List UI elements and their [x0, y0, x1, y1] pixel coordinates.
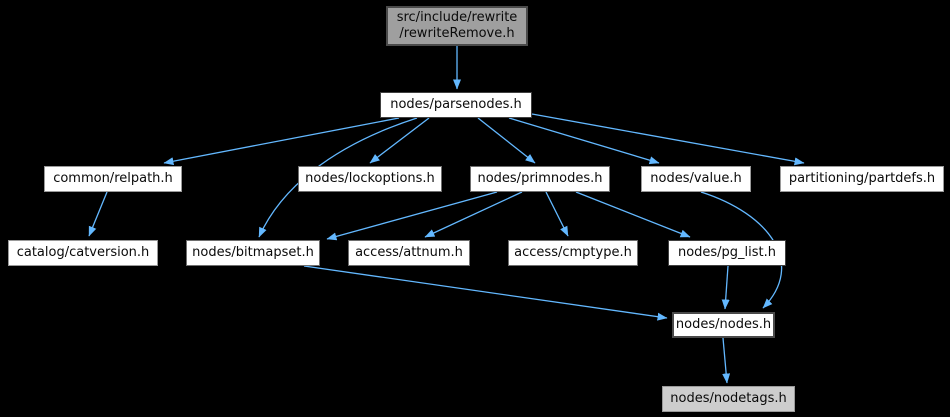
- node-partdefs-h[interactable]: partitioning/partdefs.h: [780, 166, 944, 192]
- node-value-h[interactable]: nodes/value.h: [641, 166, 751, 192]
- edge-primnodes-attnum: [424, 191, 523, 238]
- edge-pglist-nodes: [721, 265, 730, 310]
- node-relpath-h[interactable]: common/relpath.h: [44, 166, 182, 192]
- edge-parsenodes-lockoptions: [369, 117, 430, 164]
- node-cmptype-h[interactable]: access/cmptype.h: [508, 240, 638, 266]
- node-primnodes-h[interactable]: nodes/primnodes.h: [470, 166, 610, 192]
- node-catversion-h[interactable]: catalog/catversion.h: [8, 240, 158, 266]
- edge-parsenodes-relpath: [163, 117, 400, 166]
- node-nodetags-h: nodes/nodetags.h: [662, 386, 795, 412]
- edge-parsenodes-primnodes: [477, 117, 536, 164]
- edge-nodes-nodetags: [722, 337, 731, 384]
- edge-primnodes-pglist: [575, 191, 691, 238]
- node-lockoptions-h[interactable]: nodes/lockoptions.h: [298, 166, 442, 192]
- node-bitmapset-h[interactable]: nodes/bitmapset.h: [186, 240, 320, 266]
- node-rewriteremove-h: src/include/rewrite /rewriteRemove.h: [386, 6, 528, 46]
- edge-primnodes-cmptype: [545, 191, 569, 237]
- node-nodes-h[interactable]: nodes/nodes.h: [672, 312, 775, 338]
- edge-bitmapset-nodes: [303, 265, 668, 321]
- edge-parsenodes-partdefs: [531, 113, 805, 166]
- edge-relpath-catversion: [88, 191, 108, 237]
- node-attnum-h[interactable]: access/attnum.h: [348, 240, 470, 266]
- node-pg-list-h[interactable]: nodes/pg_list.h: [668, 240, 786, 266]
- edge-parsenodes-value: [508, 117, 660, 165]
- edge-primnodes-bitmapset: [326, 191, 498, 241]
- node-parsenodes-h[interactable]: nodes/parsenodes.h: [380, 92, 532, 118]
